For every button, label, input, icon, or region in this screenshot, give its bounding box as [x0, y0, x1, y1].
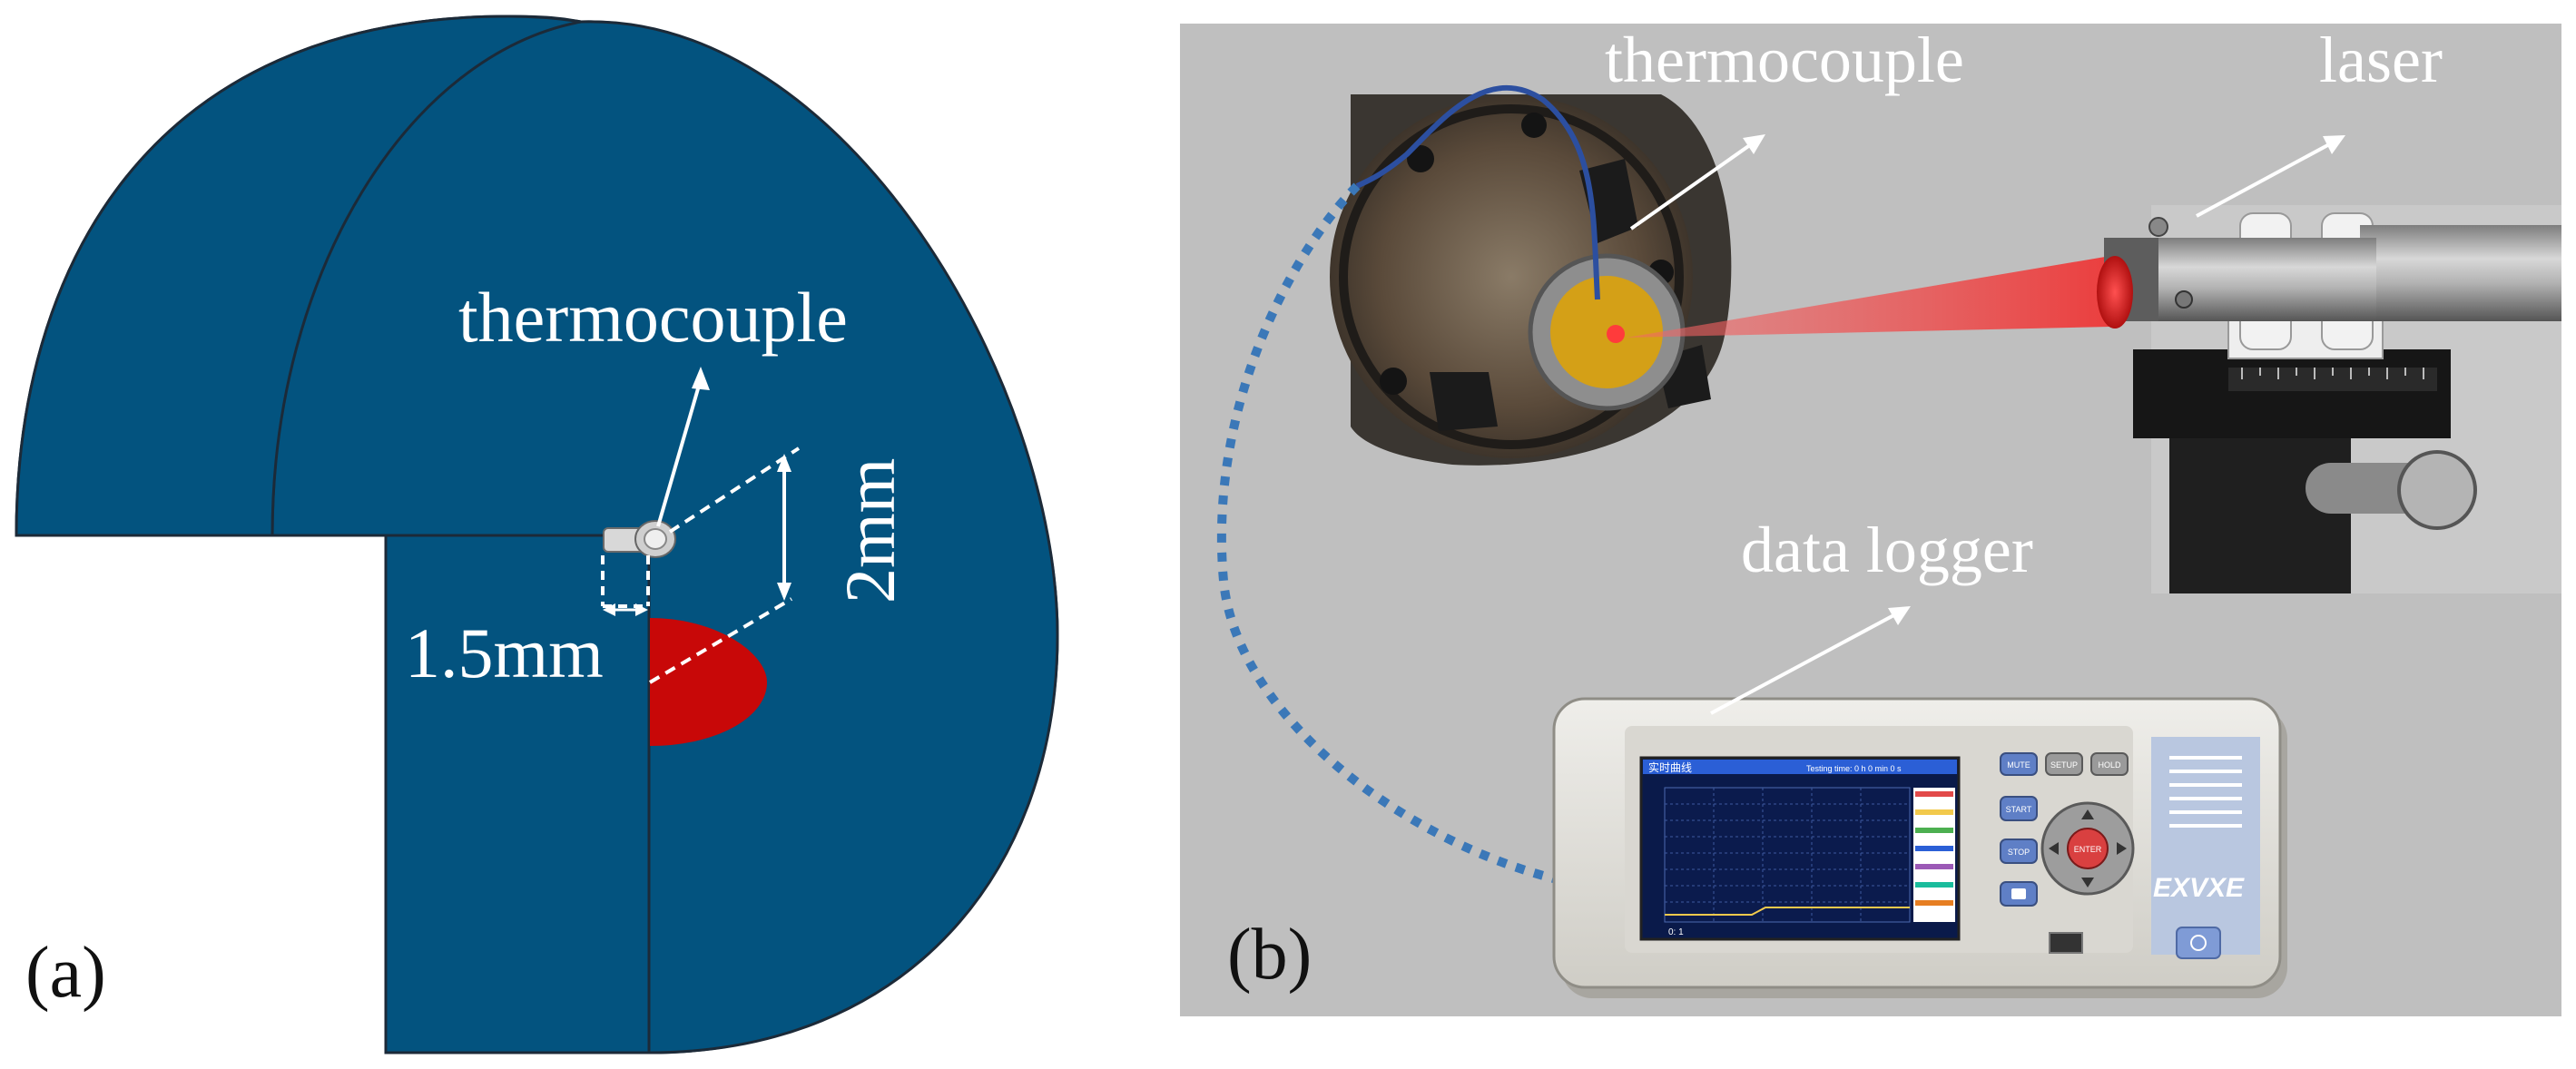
logger-usb-port[interactable]: [2049, 932, 2083, 954]
workpiece-face: [1550, 276, 1663, 388]
logger-channel-swatches: [1915, 791, 1953, 906]
dim-2mm-label: 2mm: [831, 458, 909, 603]
power-icon: [2190, 935, 2207, 951]
panel-a-thermocouple-label: thermocouple: [458, 278, 848, 357]
chuck-ring: [1339, 104, 1684, 449]
panel-a-label: (a): [25, 933, 106, 1013]
thermocouple-wire: [1355, 85, 1600, 300]
chuck-bolt-2: [1521, 113, 1547, 138]
data-logger-arrow: [1710, 606, 1911, 715]
logger-screen-status: Testing time: 0 h 0 min 0 s: [1806, 764, 1902, 773]
melt-pool: [650, 618, 767, 746]
laser-barrel-rear: [2360, 225, 2561, 321]
logger-brand-logo: EXVXE: [2153, 873, 2245, 903]
panel-a: thermocouple 1.5mm 2mm (a): [15, 15, 1059, 1054]
logger-plot-area: [1664, 787, 1911, 923]
laser-screw-side: [2175, 290, 2193, 309]
chuck-jaw-bottom: [1430, 372, 1498, 431]
chuck-bolt-1: [1407, 145, 1434, 172]
laser-stage-column: [2169, 438, 2351, 593]
logger-dpad-up-icon: [2081, 809, 2094, 819]
logger-plot-grid: [1665, 788, 1910, 922]
dim-1p5mm-arrow: [603, 603, 648, 616]
laser-aperture: [2097, 256, 2133, 329]
panel-b-label: (b): [1227, 915, 1312, 995]
laser-stage-ticks: [2241, 368, 2424, 379]
logger-button-stop[interactable]: STOP: [2000, 839, 2038, 864]
part-stem: [384, 534, 651, 1054]
logger-button-enter-label: ENTER: [2074, 845, 2102, 854]
logger-screen-titlebar: [1643, 760, 1957, 774]
dim-1p5mm-label: 1.5mm: [405, 613, 604, 692]
dim-2mm-arrow: [777, 454, 791, 601]
logger-power-button[interactable]: [2176, 927, 2221, 959]
thermocouple-leader-arrow: [656, 367, 710, 527]
laser-stage-block: [2133, 349, 2451, 438]
panel-b-laser-label: laser: [2319, 24, 2443, 96]
logger-button-setup[interactable]: SETUP: [2045, 752, 2083, 776]
logger-dpad-right-icon: [2117, 842, 2127, 855]
logger-trace: [1665, 907, 1910, 916]
logger-button-mute-label: MUTE: [2007, 760, 2030, 770]
logger-screen-title: 实时曲线: [1648, 760, 1692, 774]
laser-stage-knob: [2397, 450, 2477, 530]
logger-dpad[interactable]: ENTER: [2040, 801, 2135, 896]
panel-b: 实时曲线 Testing time: 0 h 0 min 0 s: [1180, 24, 2561, 1016]
logger-screen-axis-label: 0: 1: [1668, 927, 1684, 937]
laser-beam: [1627, 256, 2110, 338]
logger-dpad-left-icon: [2049, 842, 2059, 855]
thermocouple-probe: [603, 520, 676, 558]
data-logger-device: 实时曲线 Testing time: 0 h 0 min 0 s: [1552, 697, 2287, 998]
logger-dpad-down-icon: [2081, 878, 2094, 888]
cable-dotted-line: [1216, 182, 1563, 885]
logger-button-start-label: START: [2006, 805, 2032, 814]
thermocouple-b-arrow: [1629, 134, 1765, 230]
logger-button-camera[interactable]: [2000, 881, 2038, 907]
part-back-face: [15, 15, 582, 537]
workpiece-spot: [1607, 325, 1625, 343]
laser-screw-top: [2148, 217, 2168, 237]
laser-photo: [2097, 205, 2561, 593]
logger-button-stop-label: STOP: [2008, 848, 2030, 857]
panel-b-thermocouple-label: thermocouple: [1605, 24, 1964, 96]
logger-button-start[interactable]: START: [2000, 796, 2038, 821]
chuck-photo: [1330, 85, 1732, 466]
logger-button-hold[interactable]: HOLD: [2090, 752, 2129, 776]
chuck-bolt-3: [1380, 368, 1407, 395]
laser-arrow: [2196, 135, 2345, 218]
logger-logo-panel: [2151, 737, 2260, 955]
logger-button-mute[interactable]: MUTE: [2000, 752, 2038, 776]
logger-button-setup-label: SETUP: [2050, 760, 2078, 770]
panel-b-data-logger-label: data logger: [1741, 514, 2033, 586]
logger-button-hold-label: HOLD: [2098, 760, 2121, 770]
